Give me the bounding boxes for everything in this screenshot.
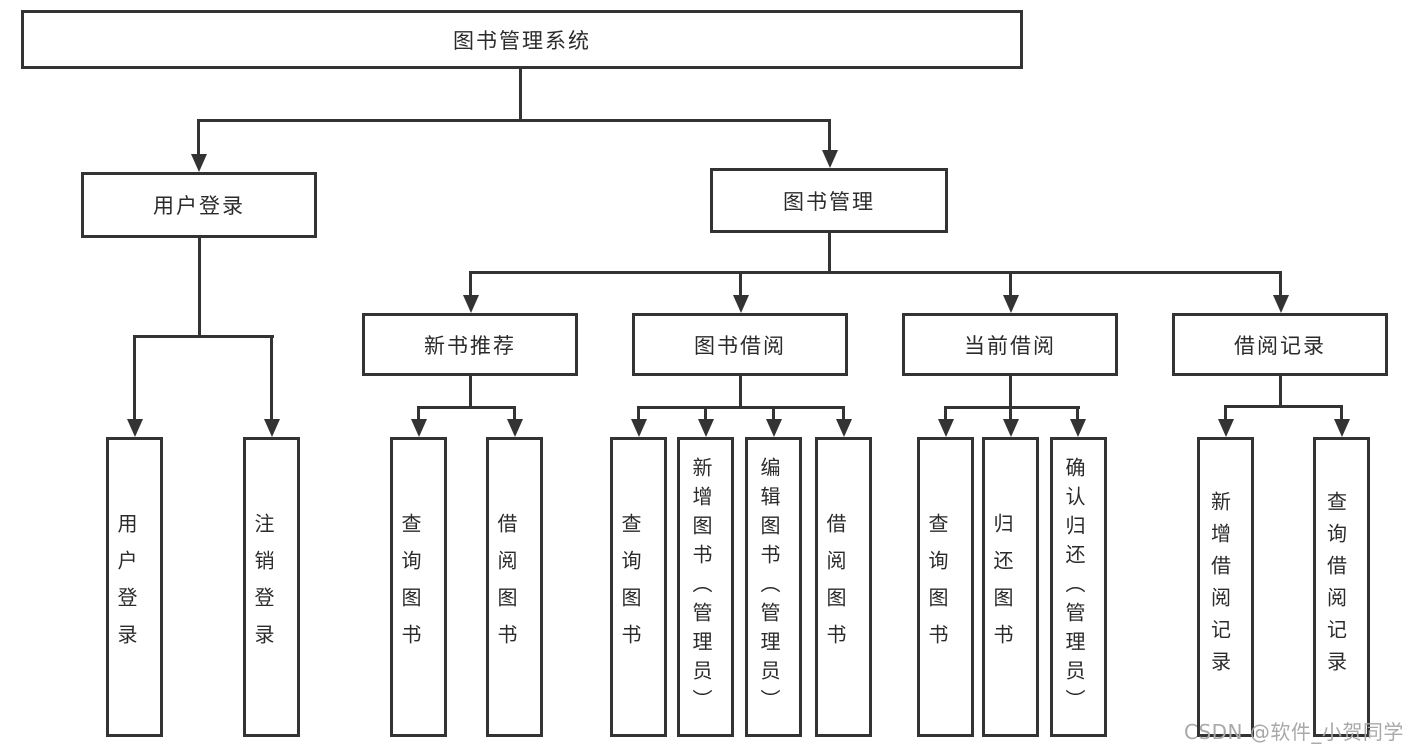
connector-arrow [772,406,775,419]
leaf-label: 注销登录 [251,513,275,661]
connector-line [1224,405,1343,408]
connector-arrow [1009,271,1012,295]
connector-line [197,119,831,122]
connector-arrow [1340,405,1343,419]
leaf-label: 确认归还（管理员） [1062,456,1086,718]
node-label: 图书借阅 [694,333,786,358]
leaf-label: 编辑图书（管理员） [757,456,781,718]
connector-line [637,406,845,409]
connector-line [519,69,522,121]
leaf-label: 用户登录 [114,513,138,661]
leaf-label: 新增图书（管理员） [689,456,713,718]
connector-line [739,376,742,409]
connector-arrow [1076,406,1079,419]
connector-line [417,406,516,409]
node-label: 当前借阅 [964,333,1056,358]
connector-arrow [739,271,742,295]
node-label: 新书推荐 [424,333,516,358]
connector-line [1009,376,1012,409]
leaf-label: 查询借阅记录 [1323,491,1348,683]
connector-arrow [637,406,640,419]
node-book-borrowing: 图书借阅 [632,313,848,376]
leaf-label: 借阅图书 [494,513,518,661]
leaf-label: 归还图书 [990,513,1014,661]
connector-arrow [1224,405,1227,419]
node-book-management: 图书管理 [710,168,948,233]
leaf-label: 借阅图书 [823,513,847,661]
node-label: 用户登录 [153,194,245,218]
leaf-query-books-borrowing: 查询图书 [610,437,667,737]
leaf-add-books-admin: 新增图书（管理员） [677,437,734,737]
leaf-borrow-books-borrowing: 借阅图书 [815,437,872,737]
connector-arrow [513,406,516,419]
connector-line [469,376,472,409]
node-borrow-records: 借阅记录 [1172,313,1388,376]
leaf-label: 查询图书 [925,513,949,661]
leaf-confirm-return-admin: 确认归还（管理员） [1050,437,1107,737]
leaf-query-books-recommend: 查询图书 [390,437,447,737]
leaf-label: 新增借阅记录 [1207,491,1232,683]
node-label: 图书管理系统 [453,28,591,53]
connector-line [944,406,1080,409]
leaf-query-borrow-record: 查询借阅记录 [1313,437,1370,737]
connector-arrow [417,406,420,419]
node-label: 图书管理 [783,189,875,214]
connector-line [469,271,1282,274]
connector-line [198,238,201,338]
connector-arrow [270,335,273,419]
connector-arrow [1279,271,1282,295]
connector-arrow [828,119,831,150]
leaf-label: 查询图书 [618,513,642,661]
node-current-borrowing: 当前借阅 [902,313,1118,376]
connector-line [828,233,831,274]
node-new-book-recommend: 新书推荐 [362,313,578,376]
connector-arrow [133,335,136,419]
leaf-edit-books-admin: 编辑图书（管理员） [745,437,802,737]
leaf-borrow-books-recommend: 借阅图书 [486,437,543,737]
connector-arrow [197,119,200,154]
node-user-login: 用户登录 [81,172,317,238]
node-library-management-system: 图书管理系统 [21,10,1023,69]
leaf-label: 查询图书 [398,513,422,661]
leaf-add-borrow-record: 新增借阅记录 [1197,437,1254,737]
csdn-watermark: CSDN @软件_小贺同学 [1184,720,1404,744]
connector-arrow [842,406,845,419]
connector-arrow [469,271,472,295]
connector-line [1279,376,1282,408]
node-label: 借阅记录 [1234,333,1326,358]
connector-arrow [944,406,947,419]
leaf-user-login: 用户登录 [106,437,163,737]
leaf-return-books: 归还图书 [982,437,1039,737]
leaf-query-books-current: 查询图书 [917,437,974,737]
connector-arrow [1009,406,1012,419]
connector-arrow [704,406,707,419]
connector-line [133,335,274,338]
leaf-logout: 注销登录 [243,437,300,737]
